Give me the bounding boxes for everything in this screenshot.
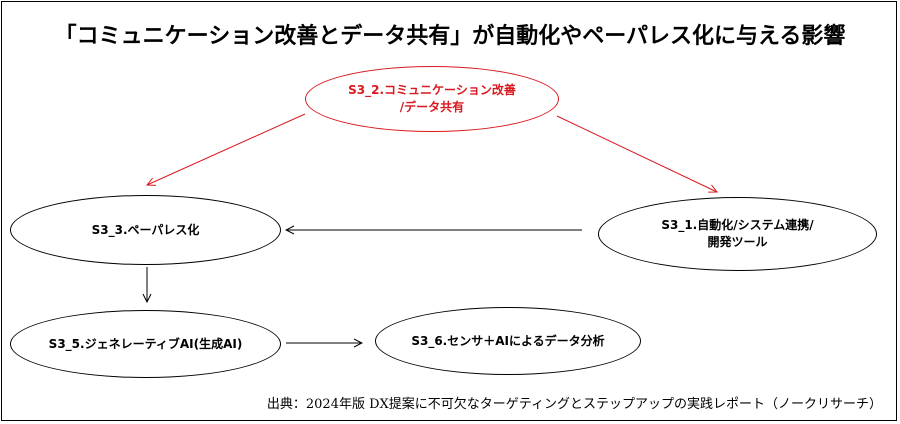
node-s3-1-line1: S3_1.自動化/システム連携/ [661, 218, 814, 232]
source-citation: 出典：2024年版 DX提案に不可欠なターゲティングとステップアップの実践レポー… [266, 397, 882, 412]
node-s3-3-line1: S3_3.ペーパレス化 [91, 222, 200, 237]
node-s3-3-paperless: S3_3.ペーパレス化 [10, 195, 281, 265]
node-s3-5-line1: S3_5.ジェネレーティブAI(生成AI) [48, 336, 243, 351]
diagram-title: 「コミュニケーション改善とデータ共有」が自動化やペーパレス化に与える影響 [54, 24, 846, 49]
node-s3-6-sensor-ai: S3_6.センサ＋AIによるデータ分析 [375, 307, 641, 375]
node-s3-2-communication: S3_2.コミュニケーション改善 /データ共有 [305, 66, 559, 132]
node-s3-1-line2: 開発ツール [707, 235, 768, 249]
node-s3-6-line1: S3_6.センサ＋AIによるデータ分析 [411, 333, 605, 348]
node-s3-2-line2: /データ共有 [399, 100, 465, 114]
edge-s3-2-to-s3-3 [147, 113, 306, 185]
edge-s3-2-to-s3-1 [556, 115, 717, 192]
node-s3-2-line1: S3_2.コミュニケーション改善 [348, 83, 516, 97]
node-s3-5-generative-ai: S3_5.ジェネレーティブAI(生成AI) [10, 310, 281, 378]
node-s3-1-automation: S3_1.自動化/システム連携/ 開発ツール [598, 197, 877, 271]
